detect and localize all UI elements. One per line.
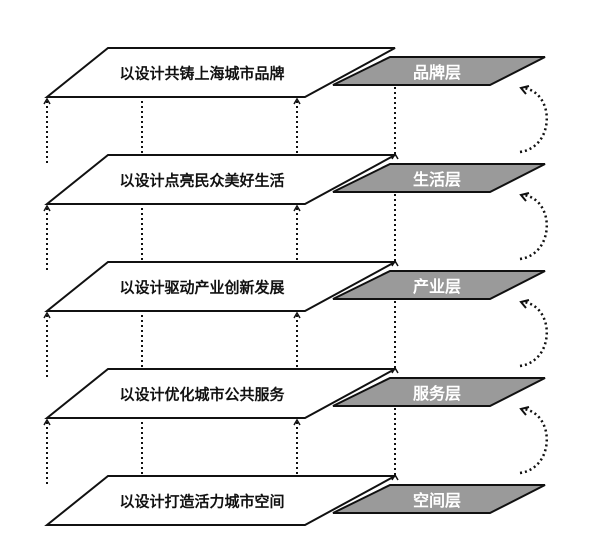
layer-tag-plane: [332, 484, 546, 514]
arrow-up-icon: [43, 418, 51, 426]
arrow-up-icon: [293, 97, 301, 105]
layer-title: 以设计点亮民众美好生活: [119, 171, 285, 190]
arrow-head-icon: [519, 85, 530, 95]
layer-plane: [44, 261, 396, 312]
layer-title: 以设计打造活力城市空间: [119, 492, 285, 511]
curved-arrow: [519, 407, 548, 475]
layer-tag-plane: [332, 163, 546, 193]
layer-tag-plane: [332, 270, 546, 300]
layer-tag: 生活层: [412, 170, 462, 189]
arrow-up-icon: [43, 97, 51, 105]
arrow-up-icon: [43, 204, 51, 212]
arrow-up-icon: [293, 204, 301, 212]
curved-arrow: [519, 86, 548, 154]
layer-plane: [44, 47, 396, 98]
layer-title: 以设计优化城市公共服务: [119, 385, 285, 404]
layer-plane: [44, 154, 396, 205]
curved-arrow: [519, 193, 548, 261]
layer-plane: [44, 368, 396, 419]
layer-title: 以设计共铸上海城市品牌: [119, 64, 285, 83]
arrow-head-icon: [519, 406, 530, 416]
layer-tag-plane: [332, 56, 546, 86]
arrow-up-icon: [293, 311, 301, 319]
arrow-up-icon: [43, 311, 51, 319]
layer-tag: 服务层: [412, 384, 462, 403]
layer-tag: 产业层: [412, 277, 462, 296]
layer-tag-plane: [332, 377, 546, 407]
arrow-head-icon: [519, 192, 530, 202]
layer-plane: [44, 475, 396, 526]
layer-tag: 品牌层: [412, 63, 462, 82]
layer-tag: 空间层: [412, 491, 462, 510]
arrow-up-icon: [293, 418, 301, 426]
arrow-head-icon: [519, 299, 530, 309]
curved-arrow: [519, 300, 548, 368]
layer-title: 以设计驱动产业创新发展: [119, 278, 285, 297]
